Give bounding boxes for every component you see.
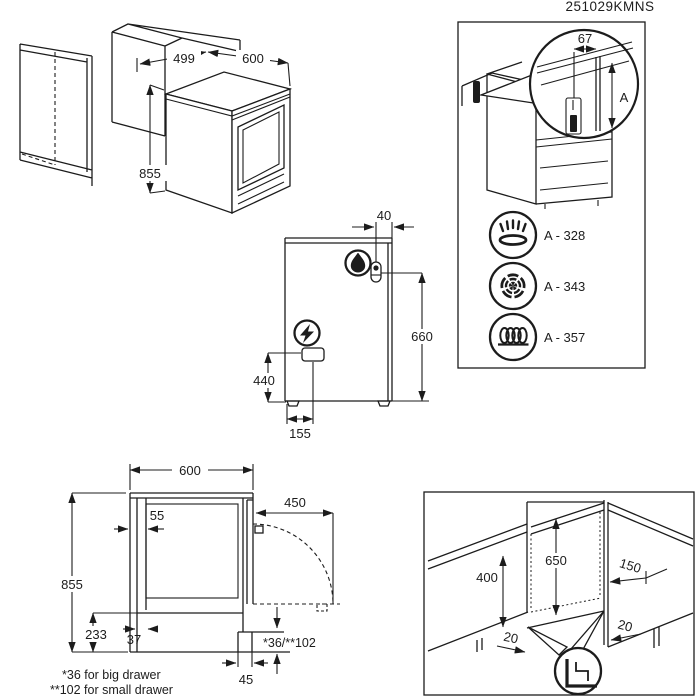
dim-niche-height-650: 650 — [545, 553, 567, 568]
hob-variant-gas: A - 328 — [488, 210, 585, 260]
dim-gas-offset-40: 40 — [377, 208, 391, 223]
dim-terminal-offset-155: 155 — [289, 426, 311, 441]
dim-toe-kick-left-20: 20 — [502, 629, 519, 647]
plinth-detail-circle — [527, 610, 605, 696]
dim-door-clearance-450: 450 — [284, 495, 306, 510]
dim-foot-depth-45: 45 — [239, 672, 253, 687]
dim-height-855: 855 — [139, 166, 161, 181]
dim-counter-height-400: 400 — [476, 570, 498, 585]
side-dimensions: 600 855 55 450 233 37 45 *36/**102 — [55, 462, 334, 687]
terminal-box — [301, 347, 325, 362]
gas-flame-icon — [344, 249, 372, 277]
coil-hob-icon — [498, 327, 529, 346]
dim-drawer-gap: *36/**102 — [263, 636, 316, 650]
part-code: 251029KMNS — [565, 0, 654, 14]
dim-plinth-height-233: 233 — [85, 627, 107, 642]
niche-cabinets-drawing — [427, 500, 694, 652]
install-perspective-view: 499 600 855 — [19, 23, 293, 215]
radiant-variant-label: A - 343 — [544, 279, 585, 294]
cooker-perspective-drawing — [163, 71, 293, 215]
gas-burner-icon — [498, 219, 528, 246]
dim-side-depth-150: 150 — [618, 555, 643, 576]
dim-rear-offset-37: 37 — [127, 632, 141, 647]
install-dimensions: 499 600 855 — [133, 49, 291, 194]
electric-bolt-icon — [293, 319, 321, 347]
cooker-side-drawing — [129, 492, 290, 653]
dim-depth-600: 600 — [179, 463, 201, 478]
dim-gas-height-660: 660 — [411, 329, 433, 344]
side-clearance-view: 600 855 55 450 233 37 45 *36/**102 — [50, 462, 340, 697]
dim-width-600: 600 — [242, 51, 264, 66]
niche-dimension-lines: 650 400 150 20 20 — [476, 518, 668, 654]
niche-dimensions-view: 650 400 150 20 20 — [423, 491, 695, 696]
coil-variant-label: A - 357 — [544, 330, 585, 345]
dim-cabinet-depth-499: 499 — [173, 51, 195, 66]
dim-terminal-height-440: 440 — [253, 373, 275, 388]
hob-variant-radiant: A - 343 — [488, 261, 585, 311]
dim-letter-A: A — [620, 90, 629, 105]
note-small-drawer: **102 for small drawer — [50, 683, 173, 697]
dim-toe-kick-right-20: 20 — [616, 617, 634, 635]
magnifier-detail-circle: 67 A — [478, 28, 640, 140]
bracket-detail-panel: 67 A A - 328 A - 343 — [457, 21, 646, 369]
door-swing-drawing — [252, 523, 340, 612]
rear-connections-view: 40 660 440 155 — [251, 208, 434, 441]
hob-variant-coil: A - 357 — [488, 312, 585, 362]
left-cabinet-drawing — [19, 43, 93, 186]
dim-bracket-offset-67: 67 — [578, 31, 592, 46]
gas-variant-label: A - 328 — [544, 228, 585, 243]
radiant-hob-icon — [500, 273, 526, 299]
rear-dimensions: 40 660 440 155 — [251, 208, 434, 441]
gas-inlet-fitting — [370, 261, 382, 283]
dim-height-855-side: 855 — [61, 577, 83, 592]
note-big-drawer: *36 for big drawer — [62, 668, 161, 682]
dim-rear-gap-55: 55 — [150, 508, 164, 523]
